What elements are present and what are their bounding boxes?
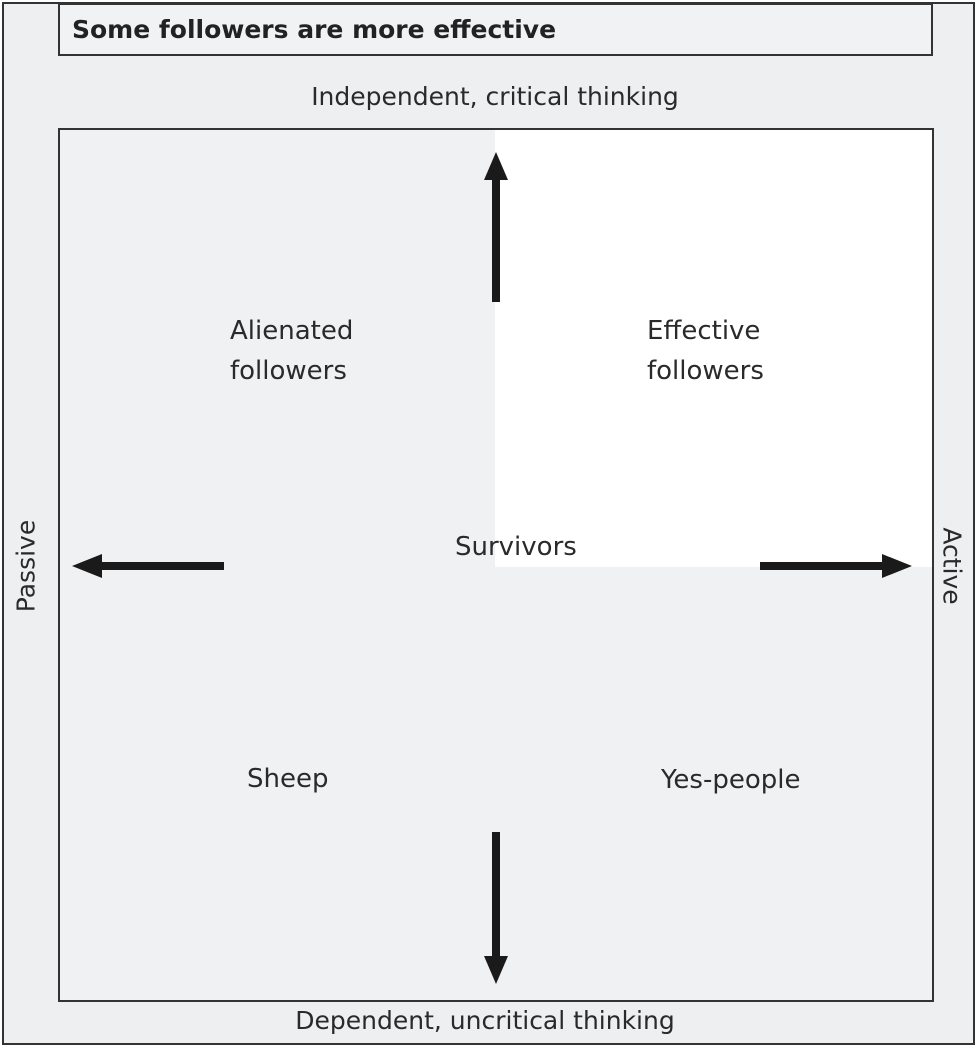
diagram-title: Some followers are more effective bbox=[58, 3, 933, 56]
effective-quadrant-highlight bbox=[495, 130, 932, 567]
quadrant-label-yes-people: Yes-people bbox=[661, 765, 801, 795]
quadrant-label-alienated: Alienated followers bbox=[230, 316, 354, 386]
arrow-up bbox=[484, 152, 508, 302]
arrow-down bbox=[484, 832, 508, 984]
arrow-left bbox=[72, 554, 224, 578]
quadrant-label-sheep: Sheep bbox=[247, 764, 329, 794]
axis-label-bottom: Dependent, uncritical thinking bbox=[295, 1006, 675, 1035]
quadrant-label-survivors: Survivors bbox=[455, 532, 577, 562]
axis-label-top: Independent, critical thinking bbox=[311, 82, 679, 111]
quadrant-label-effective: Effective followers bbox=[647, 316, 764, 386]
arrow-right bbox=[760, 554, 912, 578]
